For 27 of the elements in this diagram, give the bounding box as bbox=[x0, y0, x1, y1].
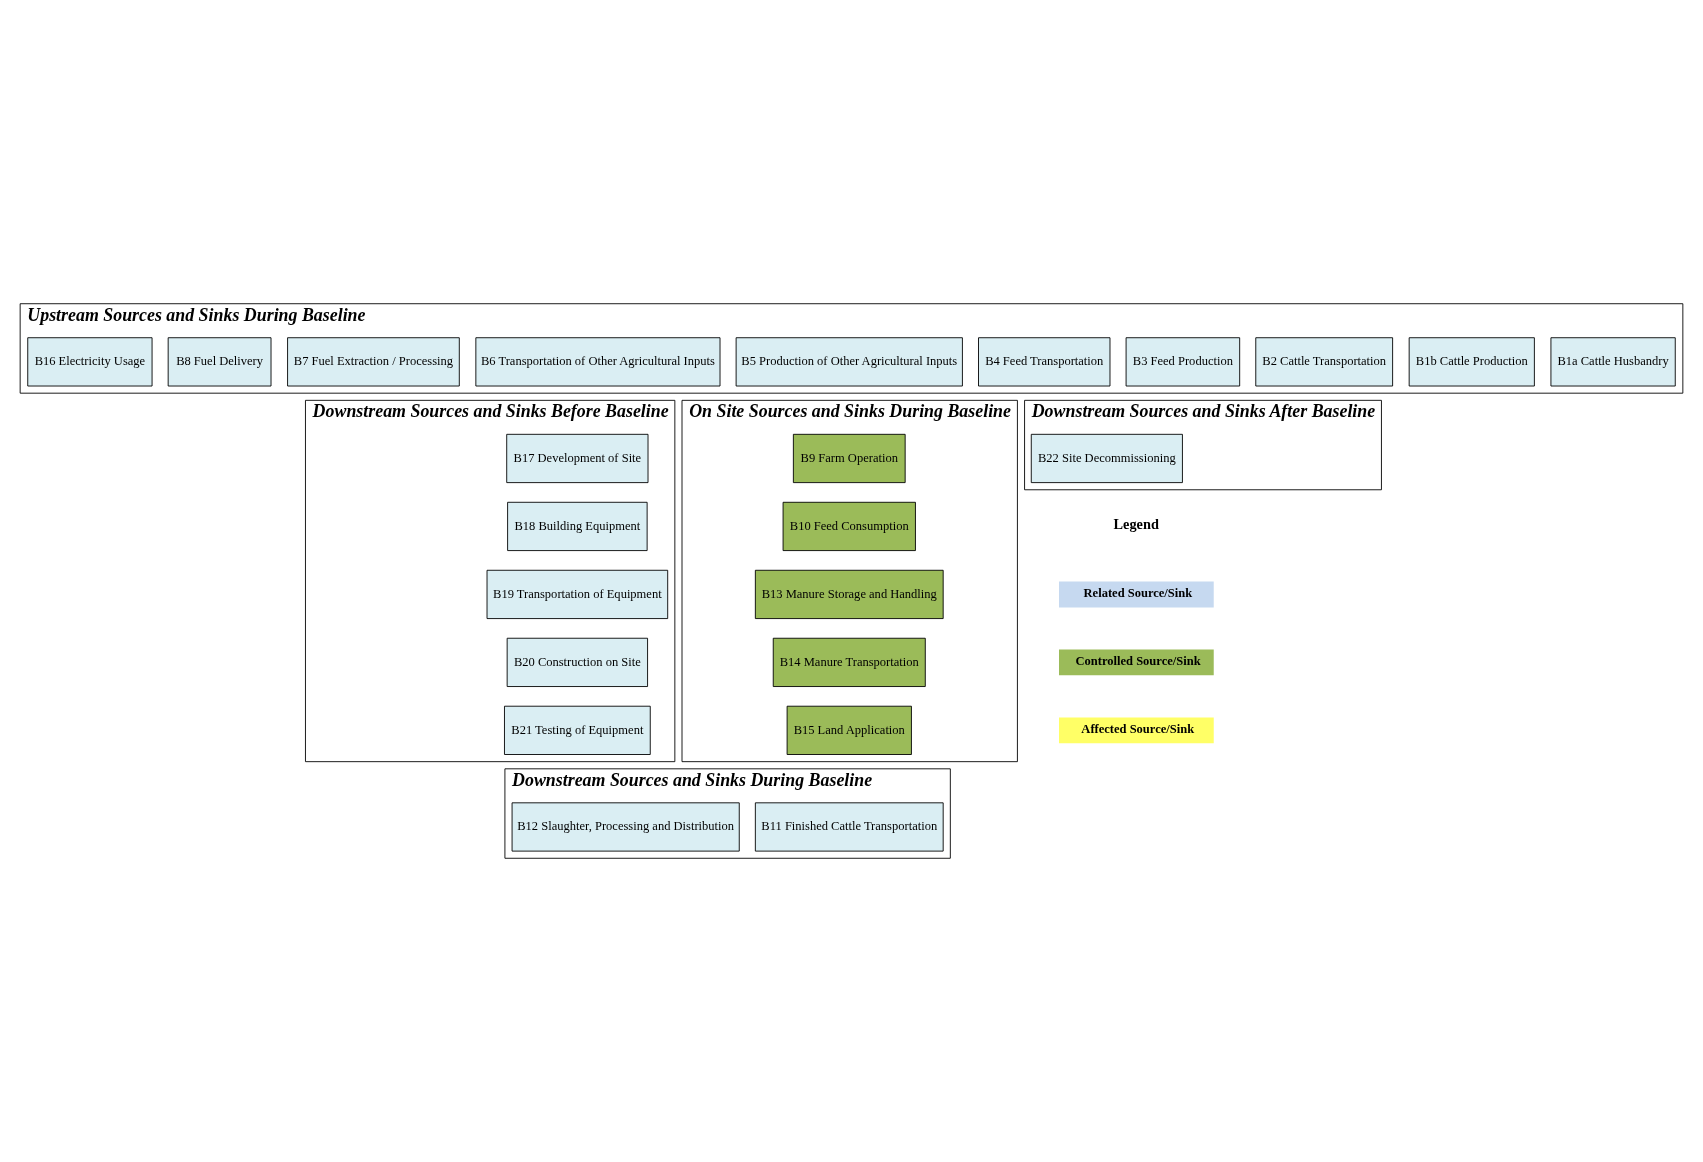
node-box: B9 Farm Operation bbox=[792, 433, 906, 484]
legend-label: Affected Source/Sink bbox=[1081, 721, 1195, 736]
node-box: B20 Construction on Site bbox=[506, 637, 648, 687]
node-box: B1b Cattle Production bbox=[1408, 337, 1535, 387]
node-box: B7 Fuel Extraction / Processing bbox=[287, 337, 460, 387]
node-box: B15 Land Application bbox=[786, 705, 912, 755]
node-box: B17 Development of Site bbox=[506, 433, 649, 484]
node-box: B19 Transportation of Equipment bbox=[486, 569, 669, 619]
node-box: B3 Feed Production bbox=[1125, 337, 1241, 387]
node-box: B8 Fuel Delivery bbox=[167, 337, 272, 387]
node-box: B22 Site Decommissioning bbox=[1030, 433, 1183, 484]
node-box: B6 Transportation of Other Agricultural Inputs bbox=[475, 337, 721, 387]
node-box: B12 Slaughter, Processing and Distribution bbox=[511, 802, 740, 852]
node-box: B16 Electricity Usage bbox=[27, 337, 153, 387]
node-box: B13 Manure Storage and Handling bbox=[754, 569, 944, 619]
node-box: B4 Feed Transportation bbox=[978, 337, 1111, 387]
node-box: B11 Finished Cattle Transportation bbox=[754, 802, 944, 852]
label: Legend bbox=[1113, 515, 1159, 532]
legend-label: Controlled Source/Sink bbox=[1075, 653, 1201, 668]
legend-label: Related Source/Sink bbox=[1083, 585, 1193, 600]
node-box: B14 Manure Transportation bbox=[772, 637, 926, 687]
node-box: B18 Building Equipment bbox=[507, 501, 648, 552]
node-box: B5 Production of Other Agricultural Inputs bbox=[735, 337, 963, 387]
node-box: B1a Cattle Husbandry bbox=[1550, 337, 1676, 387]
node-box: B2 Cattle Transportation bbox=[1255, 337, 1394, 387]
node-box: B10 Feed Consumption bbox=[782, 501, 916, 552]
node-box: B21 Testing of Equipment bbox=[504, 705, 651, 755]
